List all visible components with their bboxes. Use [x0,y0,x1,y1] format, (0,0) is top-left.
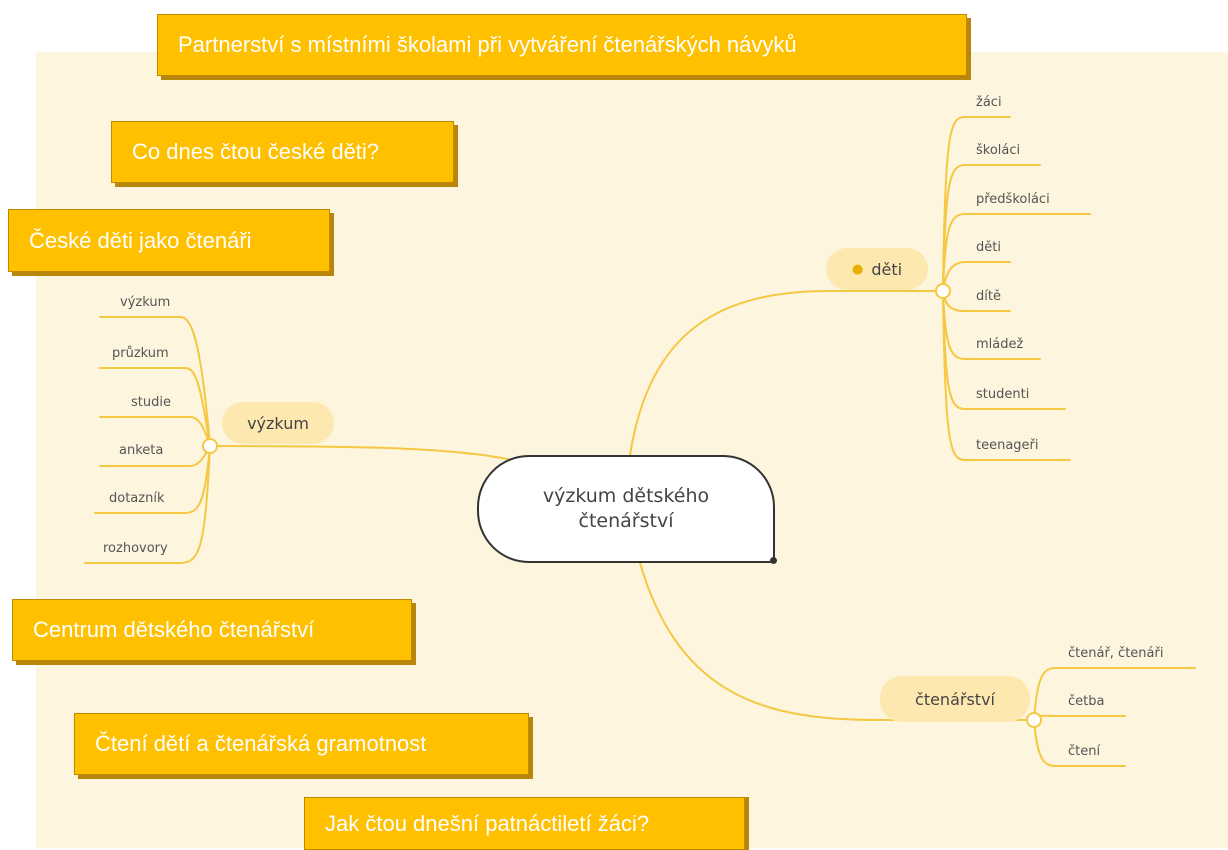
link-ctenarstvi-1 [1033,667,1196,721]
keyword-text: Čtení dětí a čtenářská gramotnost [95,731,427,756]
branch-ctenarstvi[interactable]: čtenářství [880,676,1030,722]
branch-deti[interactable]: ● děti [826,248,928,290]
keyword-text: Partnerství s místními školami při vytvá… [178,32,797,57]
keyword-box-partnerstvi: Partnerství s místními školami při vytvá… [157,14,967,76]
link-deti-8 [942,290,1071,461]
leaf-cteni[interactable]: čtení [1068,744,1101,759]
link-vyzkum-3 [99,416,211,447]
link-deti-3 [942,213,1091,292]
leaf-mladez[interactable]: mládež [976,337,1024,352]
leaf-vyzkum[interactable]: výzkum [120,295,171,310]
keyword-box-jak-ctou: Jak čtou dnešní patnáctiletí žáci? [304,797,745,850]
link-vyzkum-6 [84,445,211,564]
leaf-ctenar[interactable]: čtenář, čtenáři [1068,646,1164,661]
branch-label: výzkum [247,413,309,433]
link-central-vyzkum [209,445,521,463]
link-central-ctenarstvi [639,562,1035,721]
leaf-pruzkum[interactable]: průzkum [112,346,169,361]
keyword-box-cteni-deti: Čtení dětí a čtenářská gramotnost [74,713,529,775]
link-central-deti [629,290,944,456]
link-ctenarstvi-3 [1033,719,1126,767]
branch-label: děti [871,259,903,279]
lightbulb-icon: ● [851,261,864,277]
link-vyzkum-1 [99,316,211,447]
leaf-predskolaci[interactable]: předškoláci [976,192,1050,207]
leaf-studenti[interactable]: studenti [976,387,1030,402]
vyzkum-connector [202,438,218,454]
branch-vyzkum[interactable]: výzkum [222,402,334,444]
central-topic-line2: čtenářství [578,510,674,532]
leaf-zaci[interactable]: žáci [976,95,1002,110]
leaf-dite[interactable]: dítě [976,289,1001,304]
link-deti-4 [942,261,1011,292]
leaf-dotaznik[interactable]: dotazník [109,491,165,506]
leaf-cetba[interactable]: četba [1068,694,1105,709]
keyword-box-co-dnes-ctou: Co dnes čtou české děti? [111,121,454,183]
leaf-rozhovory[interactable]: rozhovory [103,541,168,556]
keyword-box-centrum: Centrum dětského čtenářství [12,599,412,661]
leaf-studie[interactable]: studie [131,395,171,410]
keyword-text: Centrum dětského čtenářství [33,617,315,642]
leaf-deti[interactable]: děti [976,240,1001,255]
leaf-skolaci[interactable]: školáci [976,143,1021,158]
keyword-text: Jak čtou dnešní patnáctiletí žáci? [325,810,650,836]
link-ctenarstvi-2 [1033,714,1126,721]
keyword-text: Co dnes čtou české děti? [132,139,380,164]
central-topic[interactable]: výzkum dětského čtenářství [477,455,775,563]
central-topic-line1: výzkum dětského [542,485,710,508]
link-vyzkum-2 [99,367,211,447]
deti-connector [935,283,951,299]
keyword-text: České děti jako čtenáři [29,227,252,253]
ctenarstvi-connector [1026,712,1042,728]
link-deti-2 [942,164,1041,292]
keyword-box-ceske-deti: České děti jako čtenáři [8,209,330,272]
leaf-teenageri[interactable]: teenageři [976,438,1039,453]
leaf-anketa[interactable]: anketa [119,443,164,458]
central-topic-resize-handle[interactable] [770,557,777,564]
branch-label: čtenářství [915,689,995,709]
